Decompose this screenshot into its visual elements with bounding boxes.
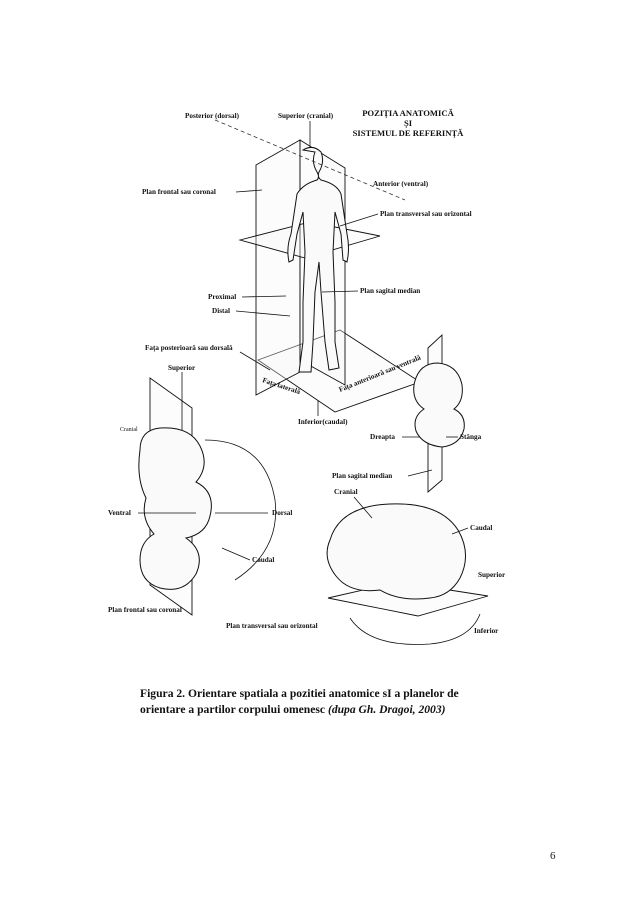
label-ventral: Ventral xyxy=(108,509,131,517)
label-inferior-right: Inferior xyxy=(474,627,499,635)
heading-line-3: SISTEMUL DE REFERINȚĂ xyxy=(353,128,465,139)
label-caudal-right: Caudal xyxy=(470,524,492,532)
label-plan-frontal-left: Plan frontal sau coronal xyxy=(108,606,182,614)
figure-heading: POZIȚIA ANATOMICĂ ȘI SISTEMUL DE REFERIN… xyxy=(353,108,465,139)
embryo-top-right-illustration xyxy=(414,335,465,492)
embryo-top-right-body xyxy=(414,363,465,447)
label-superior-left: Superior xyxy=(168,364,196,372)
label-anterior: Anterior (ventral) xyxy=(373,180,429,188)
label-plan-transversal-left: Plan transversal sau orizontal xyxy=(226,622,318,630)
label-stanga: Stânga xyxy=(460,433,482,441)
label-plan-sagital-right: Plan sagital median xyxy=(332,472,392,480)
page-number: 6 xyxy=(550,850,556,862)
frontal-plane xyxy=(256,140,300,395)
embryo-left-labels: Superior Cranial Ventral Dorsal Caudal P… xyxy=(108,364,318,630)
label-dreapta: Dreapta xyxy=(370,433,395,441)
label-superior-right: Superior xyxy=(478,571,506,579)
label-caudal-left: Caudal xyxy=(252,556,274,564)
label-dorsal: Dorsal xyxy=(272,509,292,517)
figure-caption: Figura 2. Orientare spatiala a pozitiei … xyxy=(140,686,520,718)
label-cranial-left: Cranial xyxy=(120,427,138,433)
label-fata-posterioara: Fața posterioară sau dorsală xyxy=(145,344,233,352)
label-inferior-caudal: Inferior(caudal) xyxy=(298,418,348,426)
embryo-bottom-right-lower xyxy=(350,614,480,644)
leader-transversal xyxy=(340,214,378,226)
label-posterior: Posterior (dorsal) xyxy=(185,112,240,120)
embryo-left-body xyxy=(139,428,212,590)
embryo-bottom-right-body xyxy=(327,504,465,599)
label-distal: Distal xyxy=(212,307,230,315)
embryo-bottom-right-illustration xyxy=(327,504,488,645)
label-cranial-right: Cranial xyxy=(334,488,358,496)
caption-line-2-text: orientare a partilor corpului omenesc xyxy=(140,703,328,716)
label-plan-frontal: Plan frontal sau coronal xyxy=(142,188,216,196)
label-superior-cranial: Superior (cranial) xyxy=(278,112,334,120)
embryo-top-right-labels: Dreapta Stânga Plan sagital median xyxy=(332,433,482,480)
label-plan-transversal: Plan transversal sau orizontal xyxy=(380,210,472,218)
heading-line-2: ȘI xyxy=(404,118,413,128)
leader-caudal-left xyxy=(222,548,250,560)
caption-line-1: Figura 2. Orientare spatiala a pozitiei … xyxy=(140,686,520,702)
caption-citation: (dupa Gh. Dragoi, 2003) xyxy=(328,703,446,716)
label-proximal: Proximal xyxy=(208,293,236,301)
label-plan-sagital: Plan sagital median xyxy=(360,287,420,295)
caption-line-2: orientare a partilor corpului omenesc (d… xyxy=(140,702,520,718)
embryo-left-illustration xyxy=(139,372,276,615)
